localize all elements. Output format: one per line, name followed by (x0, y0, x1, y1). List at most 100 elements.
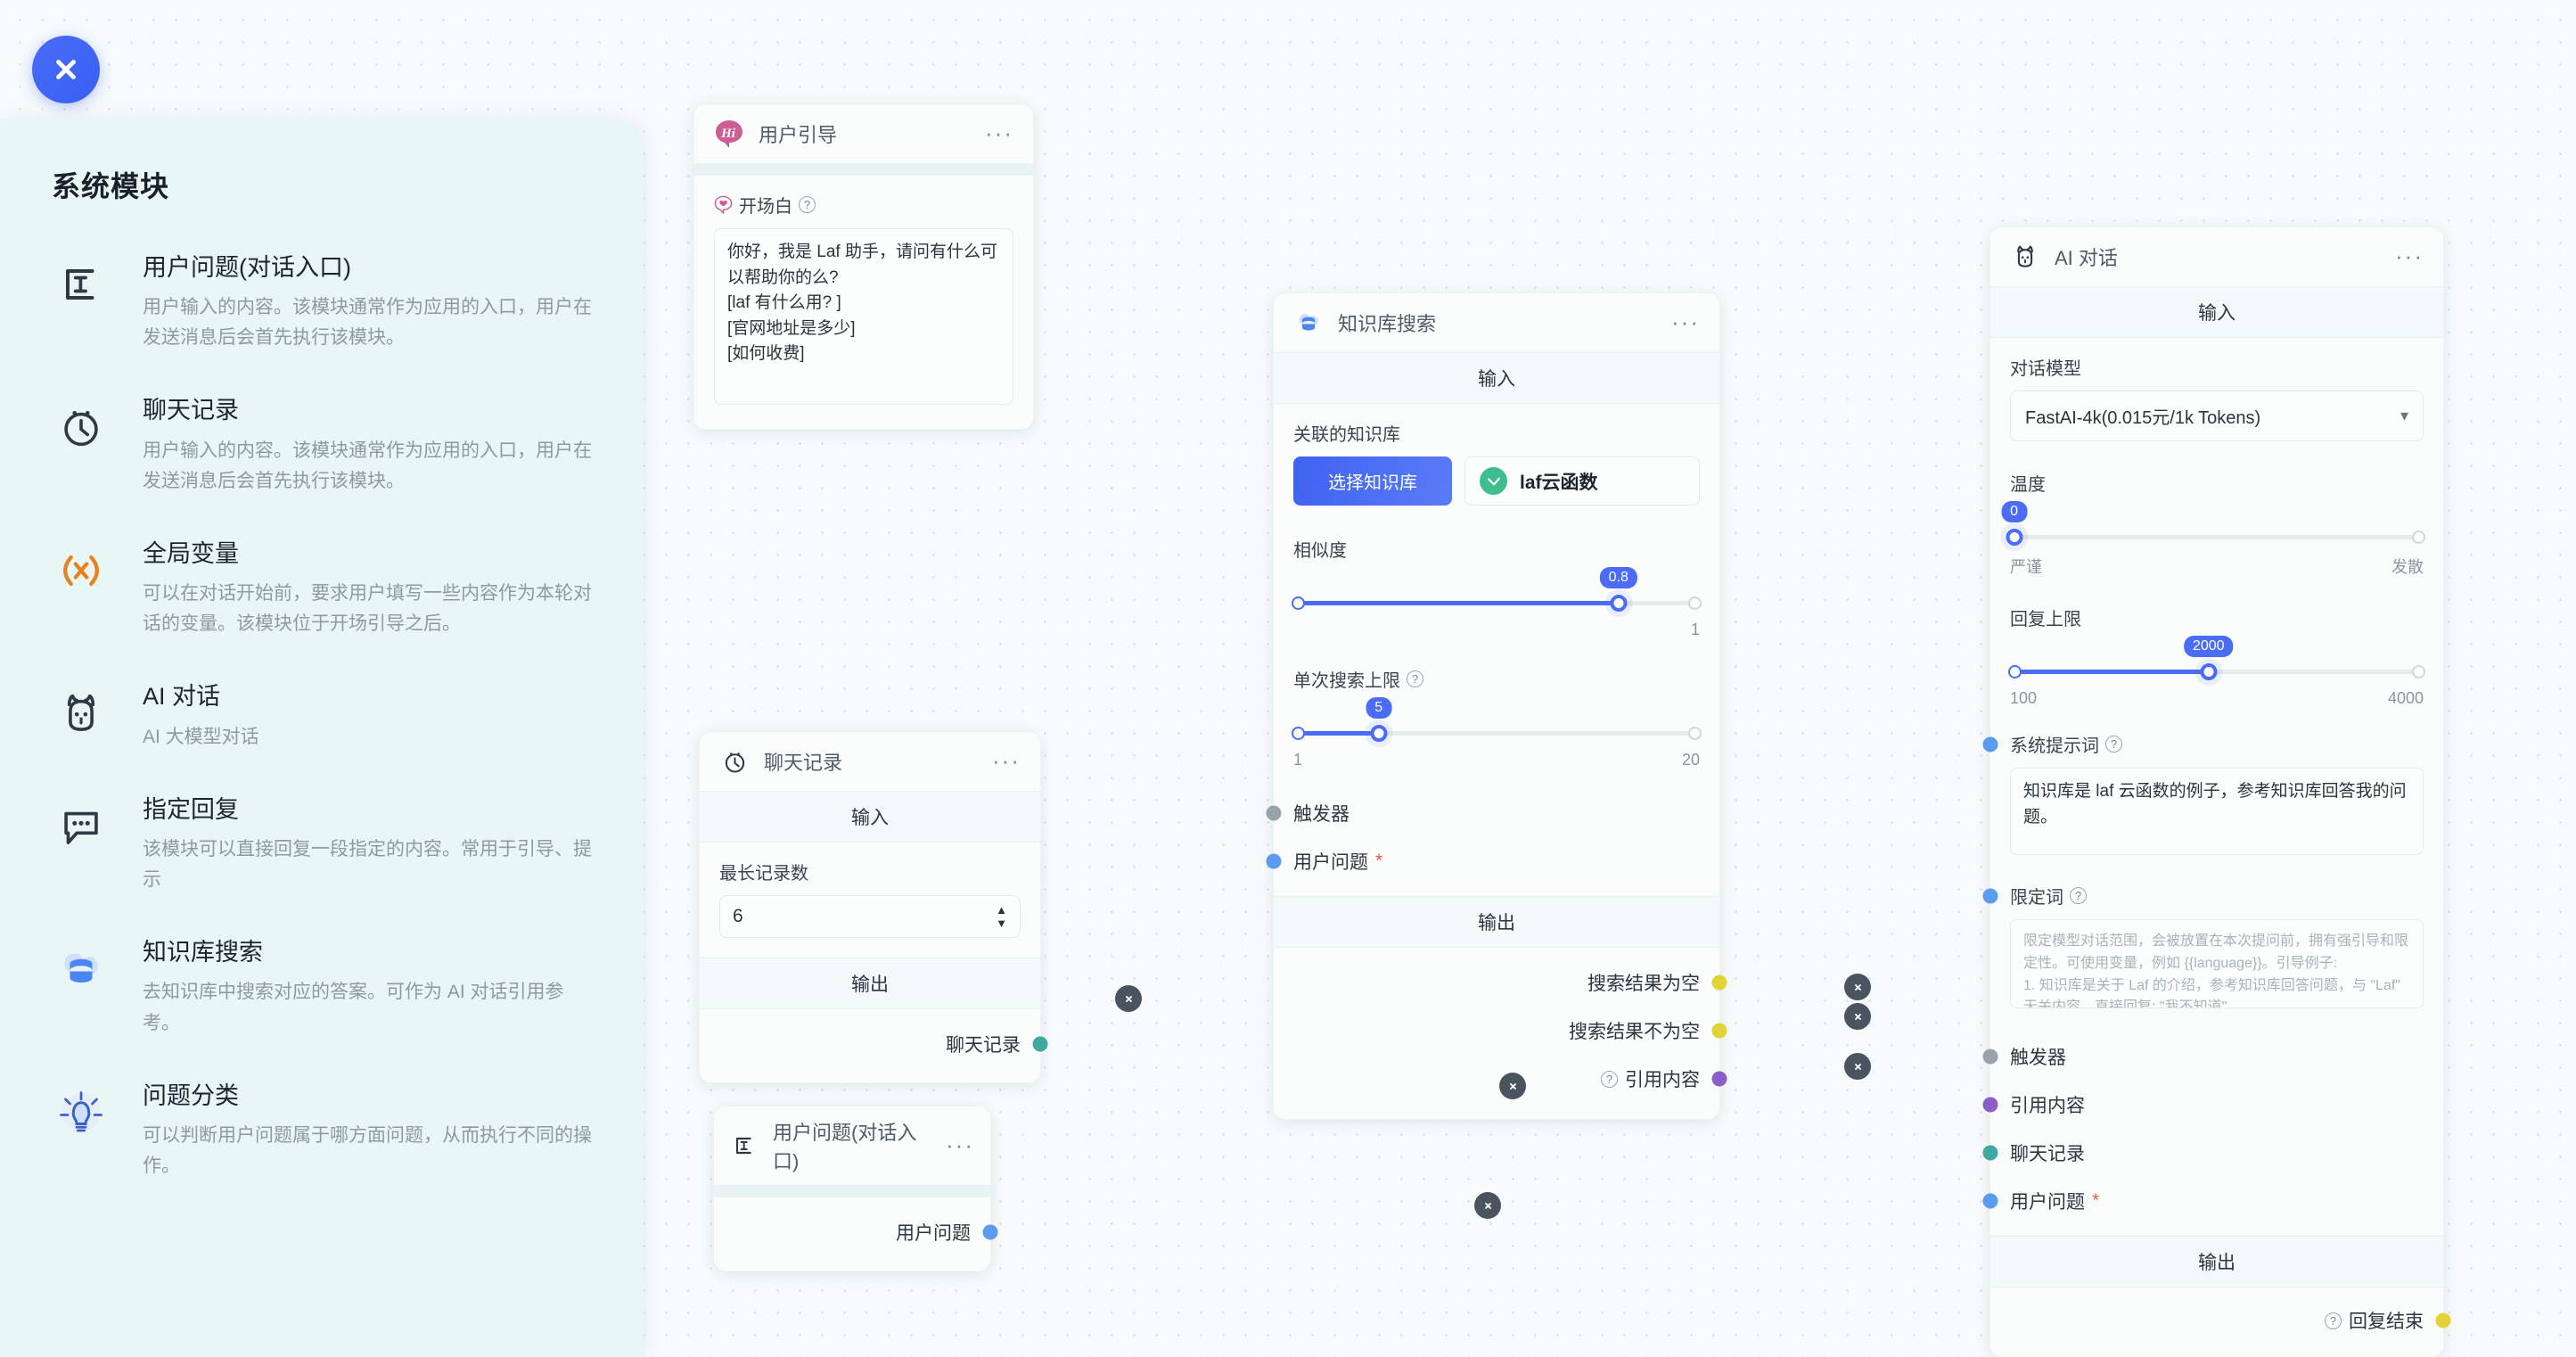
help-icon[interactable]: ? (2105, 736, 2122, 753)
node-title: 聊天记录 (764, 752, 843, 774)
delete-edge-button[interactable] (1474, 1192, 1501, 1219)
node-title: 用户问题(对话入口) (773, 1122, 917, 1172)
port-user-question[interactable] (982, 1224, 998, 1240)
search-limit-range: 1 20 (1293, 751, 1700, 769)
sidebar-item-question-classify[interactable]: 问题分类 可以判断用户问题属于哪方面问题，从而执行不同的操作。 (52, 1080, 592, 1181)
node-menu-button[interactable]: ··· (992, 747, 1021, 775)
node-body: 开场白 ? 你好，我是 Laf 助手，请问有什么可以帮助你的么? [laf 有什… (694, 176, 1033, 429)
port-search-not-empty[interactable] (1711, 1023, 1727, 1039)
node-menu-button[interactable]: ··· (985, 119, 1013, 147)
node-menu-button[interactable]: ··· (946, 1131, 974, 1159)
help-icon[interactable]: ? (2325, 1312, 2342, 1329)
similarity-slider[interactable]: 0.8 (1292, 567, 1702, 622)
node-chat-history[interactable]: 聊天记录 ··· 输入 最长记录数 6 ▲ ▼ 输出 聊天记录 (699, 731, 1048, 1084)
slider-min-label: 1 (1293, 751, 1303, 769)
delete-edge-button[interactable] (1844, 1003, 1871, 1030)
slider-min-label: 100 (2010, 689, 2038, 707)
close-icon (56, 60, 76, 79)
input-port-row-user-question: 用户问题* (1266, 837, 1719, 885)
node-header: AI 对话 ··· (1990, 227, 2443, 286)
sidebar-item-chat-history[interactable]: 聊天记录 用户输入的内容。该模块通常作为应用的入口，用户在发送消息后会首先执行该… (52, 394, 592, 496)
sidebar-item-fixed-reply[interactable]: 指定回复 该模块可以直接回复一段指定的内容。常用于引导、提示 (52, 794, 592, 895)
help-icon[interactable]: ? (1601, 1070, 1618, 1088)
port-quote-content[interactable] (1711, 1071, 1727, 1087)
help-icon[interactable]: ? (1407, 670, 1423, 687)
sidebar-item-ai-chat[interactable]: AI 对话 AI 大模型对话 (52, 680, 592, 752)
stepper-arrows[interactable]: ▲ ▼ (996, 903, 1007, 930)
node-body: 最长记录数 6 ▲ ▼ (700, 843, 1040, 958)
node-kb-search[interactable]: 知识库搜索 ··· 输入 关联的知识库 选择知识库 laf云函数 相似度 0.8… (1266, 292, 1727, 1120)
delete-edge-button[interactable] (1499, 1073, 1526, 1099)
sidebar-item-desc: 去知识库中搜索对应的答案。可作为 AI 对话引用参考。 (143, 982, 564, 1033)
max-records-stepper[interactable]: 6 ▲ ▼ (719, 895, 1021, 939)
close-icon (1509, 1082, 1516, 1090)
output-port-label: 引用内容 (1625, 1070, 1700, 1090)
slider-thumb[interactable] (1610, 595, 1628, 612)
slider-max-dot (2412, 530, 2425, 544)
help-icon[interactable]: ? (2070, 887, 2087, 904)
slider-thumb[interactable] (2200, 663, 2218, 680)
caret-up-icon[interactable]: ▲ (996, 903, 1007, 917)
sidebar-item-label: 全局变量 (143, 539, 239, 567)
output-port-label: 搜索结果不为空 (1569, 1022, 1700, 1042)
output-port-row-user-question: 用户问题 (714, 1208, 998, 1256)
slider-thumb[interactable] (1370, 725, 1388, 742)
slider-max-label: 4000 (2387, 689, 2424, 707)
port-qualifier[interactable] (1982, 888, 1998, 903)
port-trigger[interactable] (1982, 1049, 1998, 1065)
caret-down-icon[interactable]: ▼ (996, 916, 1007, 930)
port-user-question[interactable] (1266, 853, 1282, 869)
svg-text:Hi: Hi (720, 127, 736, 141)
max-tokens-range: 100 4000 (2010, 689, 2424, 708)
node-menu-button[interactable]: ··· (1671, 308, 1700, 336)
qualifier-textarea[interactable] (2010, 919, 2424, 1008)
dataset-chip-laf[interactable]: laf云函数 (1464, 456, 1700, 506)
temperature-slider[interactable]: 0 (2001, 501, 2425, 556)
delete-edge-button[interactable] (1115, 985, 1142, 1012)
sidebar-item-kb-search[interactable]: 知识库搜索 去知识库中搜索对应的答案。可作为 AI 对话引用参考。 (52, 936, 592, 1038)
input-section-label: 输入 (700, 791, 1040, 843)
port-quote-content[interactable] (1982, 1097, 1998, 1113)
port-reply-end[interactable] (2435, 1312, 2451, 1328)
search-limit-slider[interactable]: 5 (1292, 697, 1702, 753)
port-chat-history[interactable] (1032, 1036, 1048, 1052)
opening-statement-textarea[interactable]: 你好，我是 Laf 助手，请问有什么可以帮助你的么? [laf 有什么用? ] … (714, 228, 1013, 405)
sidebar-item-global-variable[interactable]: 全局变量 可以在对话开始前，要求用户填写一些内容作为本轮对话的变量。该模块位于开… (52, 538, 592, 639)
slider-thumb[interactable] (2006, 529, 2023, 546)
port-chat-history[interactable] (1982, 1145, 1998, 1161)
dataset-row: 选择知识库 laf云函数 (1293, 456, 1700, 506)
system-prompt-textarea[interactable]: 知识库是 laf 云函数的例子，参考知识库回答我的问题。 (2010, 768, 2424, 855)
port-user-question[interactable] (1982, 1193, 1998, 1209)
sidebar-item-user-question[interactable]: 用户问题(对话入口) 用户输入的内容。该模块通常作为应用的入口，用户在发送消息后… (52, 251, 592, 353)
output-port-label: 聊天记录 (946, 1035, 1021, 1057)
node-menu-button[interactable]: ··· (2395, 243, 2424, 270)
model-select[interactable]: FastAI-4k(0.015元/1k Tokens) ▾ (2010, 391, 2424, 441)
port-search-empty[interactable] (1711, 975, 1727, 991)
select-dataset-button[interactable]: 选择知识库 (1293, 456, 1452, 506)
help-icon[interactable]: ? (799, 196, 816, 213)
slider-max-label: 20 (1681, 751, 1700, 769)
sidebar-item-label: AI 对话 (143, 683, 221, 711)
node-title: AI 对话 (2055, 247, 2118, 269)
output-port-row-reply-end: ? 回复结束 (1990, 1296, 2451, 1345)
delete-edge-button[interactable] (1844, 1053, 1871, 1080)
delete-edge-button[interactable] (1844, 974, 1871, 1000)
port-trigger[interactable] (1266, 805, 1282, 821)
qualifier-label: 限定词 ? (1982, 883, 2424, 909)
node-ai-chat[interactable]: AI 对话 ··· 输入 对话模型 FastAI-4k(0.015元/1k To… (1982, 226, 2451, 1357)
node-header: 用户问题(对话入口) ··· (714, 1106, 990, 1185)
close-panel-button[interactable] (32, 36, 100, 103)
output-port-row-chat-history: 聊天记录 (700, 1020, 1048, 1068)
similarity-label: 相似度 (1293, 541, 1347, 561)
output-section-label: 输出 (700, 958, 1040, 1010)
port-system-prompt[interactable] (1982, 736, 1998, 752)
node-user-question[interactable]: 用户问题(对话入口) ··· 用户问题 (713, 1106, 998, 1271)
sidebar-item-desc: 可以判断用户问题属于哪方面问题，从而执行不同的操作。 (143, 1124, 592, 1176)
user-question-output-ports: 用户问题 (714, 1197, 998, 1271)
input-port-label: 聊天记录 (2010, 1144, 2085, 1164)
input-port-row-trigger: 触发器 (1266, 789, 1719, 837)
max-tokens-slider[interactable]: 2000 (2008, 636, 2425, 691)
slider-fill (1293, 601, 1619, 605)
output-port-row-empty: 搜索结果为空 (1274, 958, 1727, 1007)
node-user-guide[interactable]: Hi 用户引导 ··· 开场白 ? 你好，我是 Laf 助手，请问有什么可以帮助… (693, 103, 1034, 430)
